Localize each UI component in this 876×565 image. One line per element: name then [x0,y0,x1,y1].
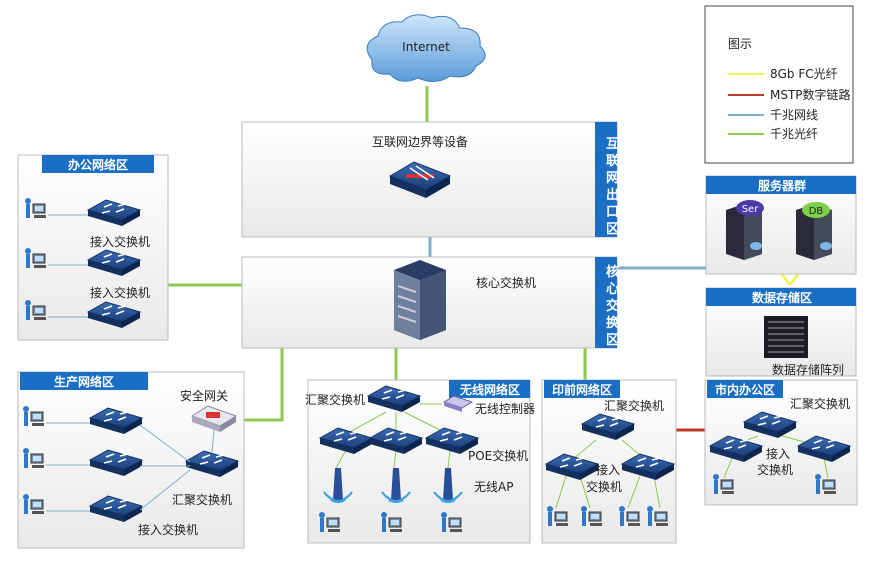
prepress-zone-title: 印前网络区 [552,382,612,397]
office-switch-label-2: 接入交换机 [90,285,150,300]
core-zone-label: 核心交换区 [606,264,620,348]
legend-item-fc: 8Gb FC光纤 [770,67,838,81]
wireless-zone-title: 无线网络区 [459,382,520,397]
prepress-zone: 印前网络区 汇聚交换机 接入交换机 [541,379,677,544]
border-device-label: 互联网边界等设备 [372,135,468,149]
production-zone: 生产网络区 安全网关 汇聚交换机 接入交换机 [17,371,245,549]
production-access-label: 接入交换机 [138,522,198,537]
wireless-zone: 无线网络区 汇聚交换机 无线控制器 POE交换机 无线AP [305,379,535,544]
storage-array-label: 数据存储阵列 [772,362,844,377]
wireless-controller-label: 无线控制器 [475,402,535,416]
firewall-icon [388,161,452,198]
storage-zone: 数据存储区 数据存储阵列 [705,287,857,377]
server-zone-title: 服务器群 [758,178,806,193]
poe-switch-label: POE交换机 [468,448,528,463]
core-switch-icon [394,260,446,340]
internet-cloud: Internet [366,14,486,82]
office-zone: 办公网络区 接入交换机 接入交换机 [17,154,169,341]
production-zone-title: 生产网络区 [54,374,114,389]
city-access-label: 接入交换机 [757,446,793,477]
wireless-agg-label: 汇聚交换机 [305,392,365,407]
prepress-access-label: 接入交换机 [586,462,622,494]
office-zone-title: 办公网络区 [68,157,128,172]
core-zone: 核心交换区 核心交换机 [241,256,620,349]
wireless-controller-icon [442,395,474,412]
prepress-agg-label: 汇聚交换机 [604,398,664,413]
wireless-ap-label: 无线AP [474,480,513,494]
server-b-label: DB [809,206,824,217]
database-server-icon: DB [796,202,832,260]
internet-label: Internet [402,40,450,54]
office-switch-label-1: 接入交换机 [90,234,150,249]
legend-item-mstp: MSTP数字链路 [770,87,851,102]
core-switch-label: 核心交换机 [476,275,536,290]
city-agg-label: 汇聚交换机 [790,396,850,411]
city-office-zone-title: 市内办公区 [715,382,775,397]
production-agg-label: 汇聚交换机 [172,492,232,507]
border-zone: 互联网出口区 互联网边界等设备 [241,121,619,238]
border-zone-label: 互联网出口区 [606,137,619,237]
storage-array-icon [764,316,808,358]
server-icon: Ser [726,200,764,260]
storage-zone-title: 数据存储区 [752,290,812,305]
server-a-label: Ser [742,204,760,215]
legend: 图示 8Gb FC光纤 MSTP数字链路 千兆网线 千兆光纤 [704,5,854,164]
legend-item-fiber: 千兆光纤 [770,127,818,141]
server-zone: 服务器群 Ser DB [705,175,857,275]
legend-item-copper: 千兆网线 [770,108,818,122]
security-gateway-icon [190,405,238,432]
link-core-production [244,348,284,422]
city-office-zone: 市内办公区 汇聚交换机 接入交换机 [704,379,858,506]
security-gateway-label: 安全网关 [180,388,228,403]
legend-title: 图示 [728,37,752,51]
